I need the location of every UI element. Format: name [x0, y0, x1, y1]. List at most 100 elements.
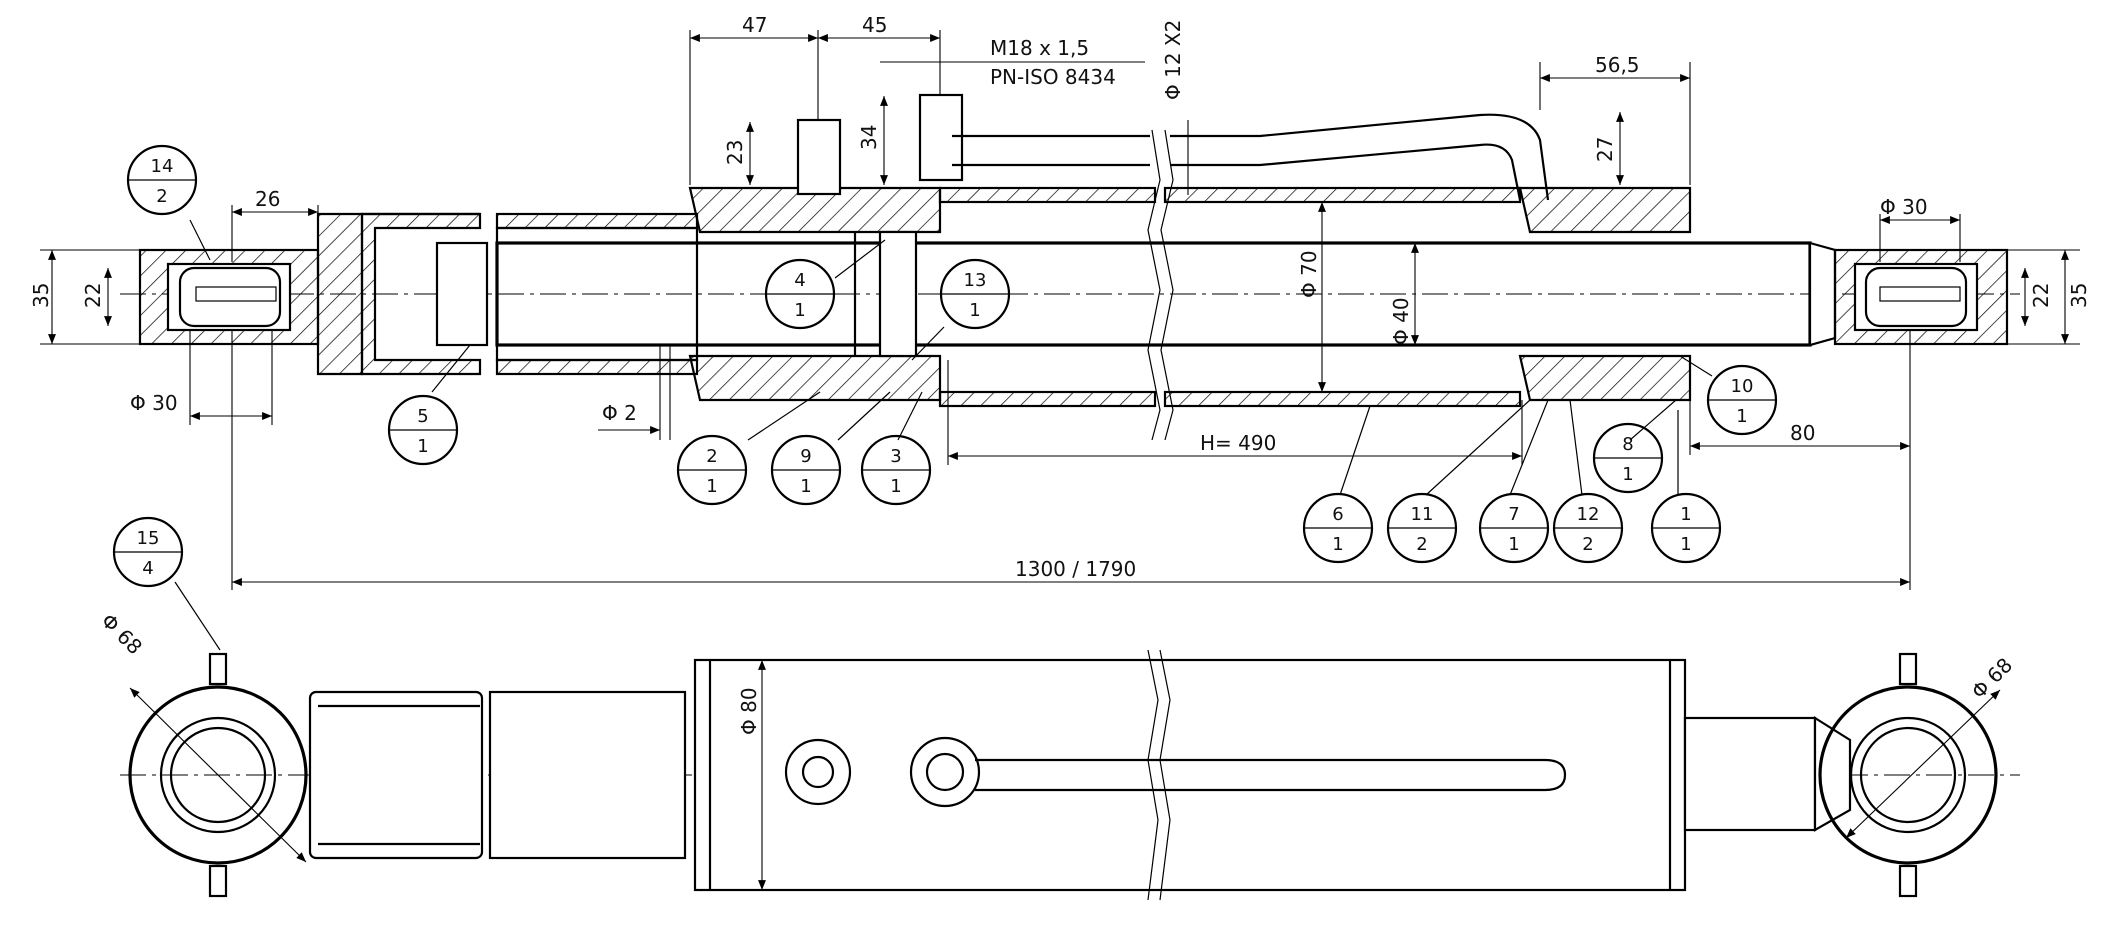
right-pin — [1879, 286, 1961, 302]
svg-text:14: 14 — [151, 156, 174, 177]
port-1-outer — [784, 738, 852, 806]
left-barrel-top — [495, 212, 699, 230]
barrel-bottom-wall-2 — [1163, 390, 1522, 408]
break-line-2 — [1160, 129, 1174, 441]
balloons: 14 2 5 1 4 1 13 1 2 1 9 1 — [112, 144, 1778, 651]
dim-45: 45 — [862, 13, 887, 37]
svg-text:1: 1 — [1622, 464, 1633, 485]
right-pin-bushing — [1864, 266, 1968, 328]
balloon-4: 4 1 — [764, 258, 836, 330]
dim-23: 23 — [723, 140, 747, 165]
dim-70: Φ 70 — [1297, 250, 1321, 298]
balloon-12: 12 2 — [1552, 492, 1624, 564]
svg-text:1: 1 — [1680, 504, 1691, 525]
left-grease-top — [208, 652, 228, 686]
section-view — [120, 93, 2020, 441]
svg-text:2: 2 — [1582, 534, 1593, 555]
svg-text:9: 9 — [800, 446, 811, 467]
svg-text:6: 6 — [1332, 504, 1343, 525]
barrel-top-wall — [938, 186, 1157, 204]
main-barrel — [693, 658, 1687, 892]
piston-rod-end — [435, 241, 489, 347]
gland-top — [688, 186, 942, 234]
port-1-inner — [801, 755, 835, 789]
left-barrel-bottom — [495, 358, 699, 376]
balloon-7: 7 1 — [1478, 492, 1550, 564]
balloon-3: 3 1 — [860, 434, 932, 506]
dim-68-right: Φ 68 — [1967, 653, 2018, 704]
gland-bottom — [688, 354, 942, 402]
balloon-8: 8 1 — [1592, 422, 1664, 494]
balloon-2: 2 1 — [676, 434, 748, 506]
svg-text:1: 1 — [800, 476, 811, 497]
left-pin — [195, 286, 277, 302]
exterior-pipe — [975, 758, 1567, 792]
dim-35-right: 35 — [2067, 283, 2091, 308]
thread-spec-2: PN-ISO 8434 — [990, 65, 1116, 89]
dim-30-left: Φ 30 — [130, 391, 178, 415]
dim-stroke: H= 490 — [1200, 431, 1276, 455]
svg-text:4: 4 — [794, 270, 805, 291]
dim-22-left: 22 — [81, 283, 105, 308]
svg-text:3: 3 — [890, 446, 901, 467]
barrel-top-wall-2 — [1163, 186, 1522, 204]
svg-text:1: 1 — [1736, 406, 1747, 427]
dim-overall: 1300 / 1790 — [1015, 557, 1136, 581]
svg-text:1: 1 — [1508, 534, 1519, 555]
svg-text:1: 1 — [1680, 534, 1691, 555]
barrel-bottom-wall — [938, 390, 1157, 408]
piston — [878, 230, 918, 358]
balloon-10: 10 1 — [1706, 364, 1778, 436]
balloon-15: 15 4 — [112, 516, 184, 588]
dim-47: 47 — [742, 13, 767, 37]
left-cap-body — [308, 690, 484, 860]
dim-27: 27 — [1593, 137, 1617, 162]
svg-text:13: 13 — [964, 270, 987, 291]
svg-text:2: 2 — [706, 446, 717, 467]
dim-pipe-diameter: Φ 12 X2 — [1161, 20, 1185, 100]
thread-spec-1: M18 x 1,5 — [990, 36, 1089, 60]
dim-line-68-right — [1845, 689, 2001, 839]
port-2-inner — [925, 752, 965, 792]
right-grease-bottom — [1898, 864, 1918, 898]
svg-text:2: 2 — [156, 186, 167, 207]
svg-text:1: 1 — [969, 300, 980, 321]
dim-80: 80 — [1790, 421, 1815, 445]
left-grease-bottom — [208, 864, 228, 898]
dim-2: Φ 2 — [602, 401, 637, 425]
left-tube — [488, 690, 687, 860]
balloon-14: 14 2 — [126, 144, 198, 216]
svg-text:1: 1 — [417, 436, 428, 457]
svg-text:1: 1 — [706, 476, 717, 497]
dim-line-68-left — [129, 687, 307, 863]
svg-text:4: 4 — [142, 558, 153, 579]
svg-text:11: 11 — [1411, 504, 1434, 525]
balloon-9: 9 1 — [770, 434, 842, 506]
svg-text:8: 8 — [1622, 434, 1633, 455]
svg-text:10: 10 — [1731, 376, 1754, 397]
exterior-view — [120, 649, 2020, 901]
svg-text:15: 15 — [137, 528, 160, 549]
port-left-block — [796, 118, 842, 196]
svg-text:7: 7 — [1508, 504, 1519, 525]
left-pin-bushing — [178, 266, 282, 328]
port-2-outer — [909, 736, 981, 808]
balloon-6: 6 1 — [1302, 492, 1374, 564]
balloon-1: 1 1 — [1650, 492, 1722, 564]
port-right-block — [918, 93, 964, 182]
dim-26: 26 — [255, 187, 280, 211]
dim-34: 34 — [857, 125, 881, 150]
rod-gland-bottom — [1518, 354, 1692, 402]
right-grease-top — [1898, 652, 1918, 686]
dim-56-5: 56,5 — [1595, 53, 1640, 77]
dim-30-right: Φ 30 — [1880, 195, 1928, 219]
rod-gland-top — [1518, 186, 1692, 234]
hydraulic-pipe — [952, 113, 1550, 201]
svg-text:5: 5 — [417, 406, 428, 427]
svg-text:1: 1 — [890, 476, 901, 497]
dim-22-right: 22 — [2029, 283, 2053, 308]
balloon-5: 5 1 — [387, 394, 459, 466]
svg-text:1: 1 — [1332, 534, 1343, 555]
section-dimensions: 47 45 M18 x 1,5 PN-ISO 8434 Φ 12 X2 56,5… — [29, 13, 2091, 590]
